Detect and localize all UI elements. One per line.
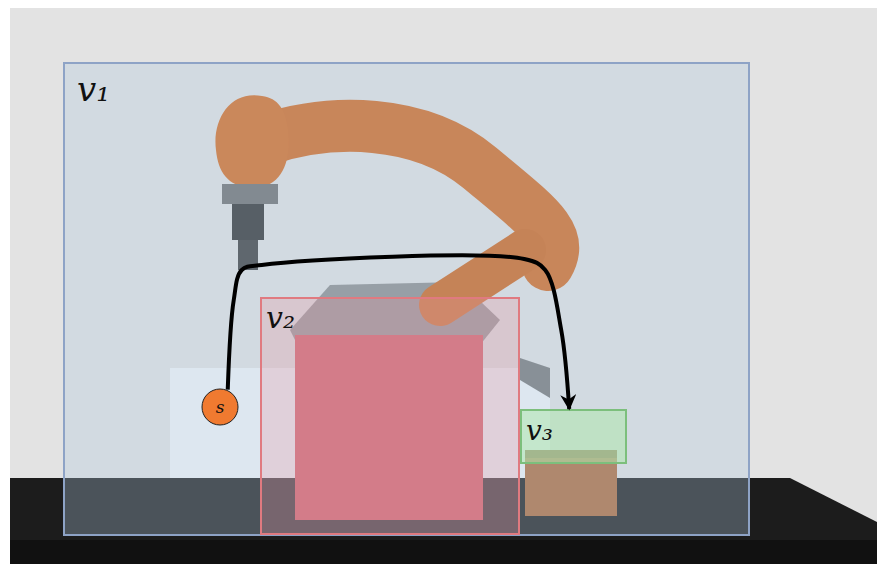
start-circle: s <box>201 388 239 426</box>
region-label: v₃ <box>526 417 553 445</box>
circle-shape <box>202 389 238 425</box>
floor-edge <box>10 540 877 564</box>
scene-background <box>10 8 877 548</box>
region-box: v₁ v₂ s v₃ <box>63 62 750 536</box>
node-label: s <box>201 388 239 426</box>
region-label: v₁ <box>77 72 110 106</box>
region-label: v₂ <box>266 303 295 333</box>
region-box: v₃ <box>520 409 627 464</box>
region-box: v₂ <box>260 297 520 535</box>
